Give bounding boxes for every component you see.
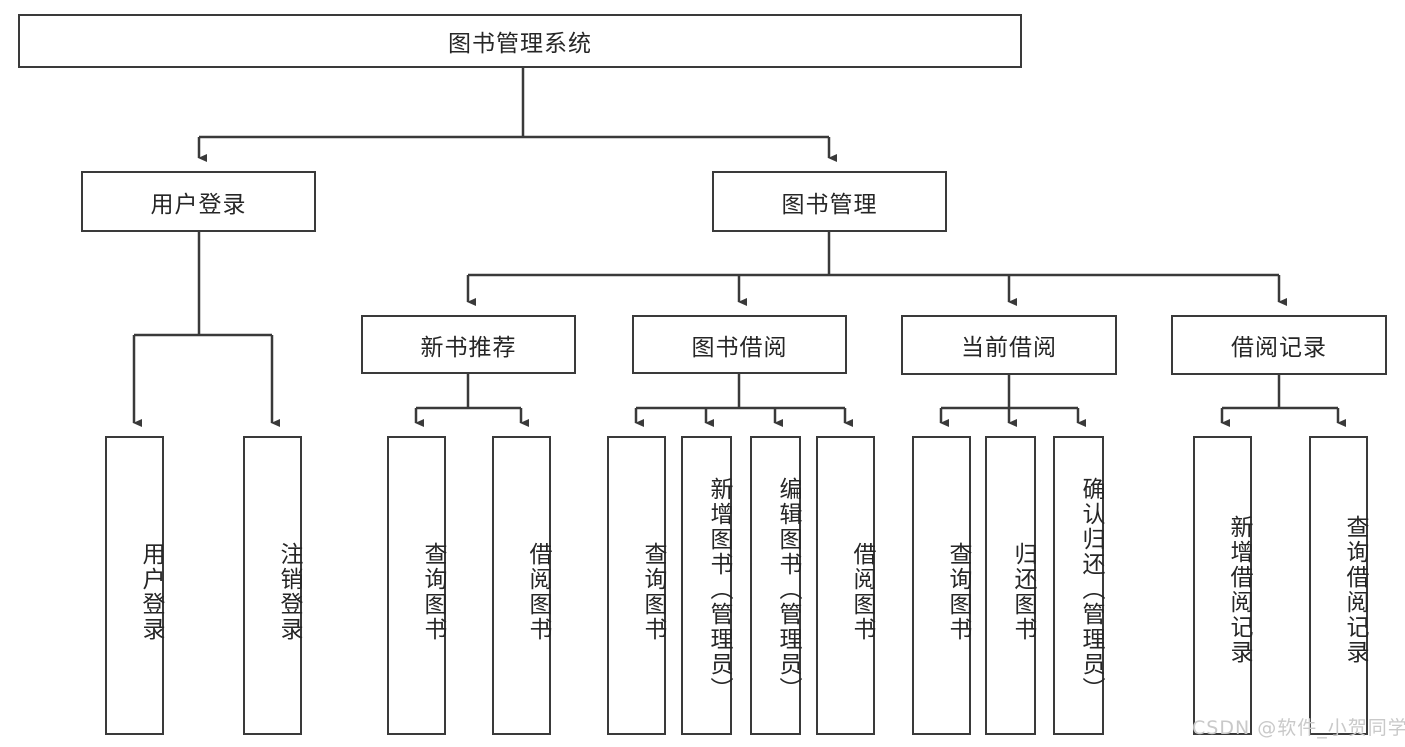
leaf-record-add-record-label: 新增借阅记录	[1226, 514, 1252, 665]
leaf-record-query-record-label: 查询借阅记录	[1342, 514, 1368, 665]
node-book-borrow[interactable]: 图书借阅	[632, 315, 847, 374]
leaf-borrow-query-book-label: 查询图书	[640, 541, 666, 642]
node-borrow-record[interactable]: 借阅记录	[1171, 315, 1387, 375]
leaf-user-logout[interactable]: 注销登录	[243, 436, 302, 735]
leaf-borrow-add-book-label: 新增图书（管理员）	[706, 477, 732, 702]
leaf-current-query-book-label: 查询图书	[945, 541, 971, 642]
leaf-user-login-label: 用户登录	[138, 541, 164, 642]
node-user-login-label: 用户登录	[150, 191, 247, 218]
leaf-record-add-record[interactable]: 新增借阅记录	[1193, 436, 1252, 735]
node-user-login[interactable]: 用户登录	[81, 171, 316, 232]
leaf-borrow-add-book[interactable]: 新增图书（管理员）	[681, 436, 732, 735]
leaf-recommend-query-book-label: 查询图书	[420, 541, 446, 642]
node-root-label: 图书管理系统	[448, 31, 592, 57]
leaf-borrow-edit-book-label: 编辑图书（管理员）	[775, 477, 801, 702]
node-current-borrow[interactable]: 当前借阅	[901, 315, 1117, 375]
leaf-borrow-borrow-book[interactable]: 借阅图书	[816, 436, 875, 735]
leaf-current-return-book[interactable]: 归还图书	[985, 436, 1036, 735]
leaf-user-logout-label: 注销登录	[276, 541, 302, 642]
node-new-book-recommend-label: 新书推荐	[420, 334, 517, 361]
leaf-borrow-edit-book[interactable]: 编辑图书（管理员）	[750, 436, 801, 735]
leaf-current-confirm-return-label: 确认归还（管理员）	[1078, 477, 1104, 702]
leaf-record-query-record[interactable]: 查询借阅记录	[1309, 436, 1368, 735]
node-book-borrow-label: 图书借阅	[691, 334, 788, 361]
leaf-borrow-query-book[interactable]: 查询图书	[607, 436, 666, 735]
node-book-management-label: 图书管理	[781, 191, 878, 218]
node-borrow-record-label: 借阅记录	[1231, 335, 1327, 361]
csdn-watermark: CSDN @软件_小贺同学	[1192, 717, 1405, 739]
leaf-user-login[interactable]: 用户登录	[105, 436, 164, 735]
leaf-current-query-book[interactable]: 查询图书	[912, 436, 971, 735]
node-new-book-recommend[interactable]: 新书推荐	[361, 315, 576, 374]
leaf-current-return-book-label: 归还图书	[1010, 541, 1036, 642]
leaf-borrow-borrow-book-label: 借阅图书	[849, 541, 875, 642]
leaf-current-confirm-return[interactable]: 确认归还（管理员）	[1053, 436, 1104, 735]
leaf-recommend-query-book[interactable]: 查询图书	[387, 436, 446, 735]
leaf-recommend-borrow-book-label: 借阅图书	[525, 541, 551, 642]
leaf-recommend-borrow-book[interactable]: 借阅图书	[492, 436, 551, 735]
node-book-management[interactable]: 图书管理	[712, 171, 947, 232]
node-root-system[interactable]: 图书管理系统	[18, 14, 1022, 68]
node-current-borrow-label: 当前借阅	[961, 335, 1057, 361]
